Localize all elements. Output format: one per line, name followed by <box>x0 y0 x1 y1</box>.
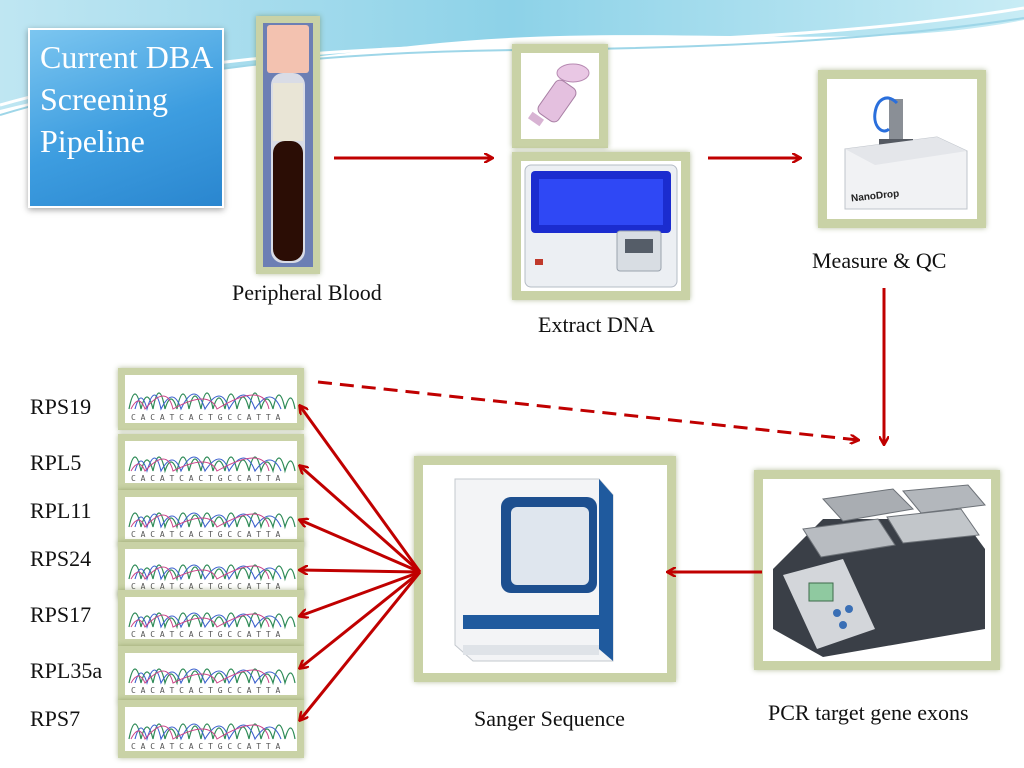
label-sanger: Sanger Sequence <box>474 706 625 731</box>
chromatogram-icon: C A C A T C A C T G C C A T T A <box>125 497 297 539</box>
chromatogram-rpl5: C A C A T C A C T G C C A T T A <box>118 434 304 490</box>
label-extract-dna: Extract DNA <box>538 312 655 337</box>
syringe-filter-icon <box>521 53 599 139</box>
arrow-dashed-rps19-to-pcr <box>317 380 858 440</box>
chromatogram-rps17: C A C A T C A C T G C C A T T A <box>118 590 304 646</box>
page-title: Current DBA Screening Pipeline <box>40 39 212 159</box>
svg-text:C A C A T C A C T G C C A T T: C A C A T C A C T G C C A T T A <box>131 530 280 539</box>
svg-text:C A C A T C A C T G C C A T T: C A C A T C A C T G C C A T T A <box>131 630 280 639</box>
arrow-sanger-to-rps17 <box>300 570 421 616</box>
blood-tube-image <box>256 16 320 274</box>
arrow-sanger-to-rpl35a <box>300 570 421 668</box>
nanodrop-image: NanoDrop <box>818 70 986 228</box>
arrow-sanger-to-rps19 <box>300 406 422 573</box>
gene-label-rpl5: RPL5 <box>30 450 82 475</box>
label-measure-qc: Measure & QC <box>812 248 947 273</box>
blood-tube-icon <box>263 23 313 267</box>
extractor-icon <box>521 161 681 291</box>
chromatogram-icon: C A C A T C A C T G C C A T T A <box>125 653 297 695</box>
title-box: Current DBA Screening Pipeline <box>28 28 224 208</box>
svg-text:C A C A T C A C T G C C A T T: C A C A T C A C T G C C A T T A <box>131 686 280 695</box>
chromatogram-rps7: C A C A T C A C T G C C A T T A <box>118 700 304 758</box>
gene-label-rps24: RPS24 <box>30 546 92 571</box>
label-peripheral-blood: Peripheral Blood <box>232 280 382 305</box>
gene-label-rps7: RPS7 <box>30 706 81 731</box>
svg-text:C A C A T C A C T G C C A T T: C A C A T C A C T G C C A T T A <box>131 413 280 422</box>
arrow-sanger-to-rpl5 <box>300 466 421 574</box>
chromatogram-icon: C A C A T C A C T G C C A T T A <box>125 597 297 639</box>
pcr-thermocycler-image <box>754 470 1000 670</box>
arrow-sanger-to-rps7 <box>300 571 422 720</box>
svg-text:C A C A T C A C T G C C A T T: C A C A T C A C T G C C A T T A <box>131 474 280 483</box>
chromatogram-icon: C A C A T C A C T G C C A T T A <box>125 549 297 591</box>
arrow-sanger-to-rpl11 <box>300 520 421 574</box>
svg-text:C A C A T C A C T G C C A T T: C A C A T C A C T G C C A T T A <box>131 582 280 591</box>
gene-label-rps19: RPS19 <box>30 394 92 419</box>
gene-label-rpl11: RPL11 <box>30 498 92 523</box>
chromatogram-rpl35a: C A C A T C A C T G C C A T T A <box>118 646 304 702</box>
gene-label-rps17: RPS17 <box>30 602 92 627</box>
chromatogram-icon: C A C A T C A C T G C C A T T A <box>125 441 297 483</box>
nanodrop-icon <box>827 79 977 219</box>
chromatogram-icon: C A C A T C A C T G C C A T T A <box>125 707 297 751</box>
chromatogram-icon: C A C A T C A C T G C C A T T A <box>125 375 297 423</box>
sanger-sequencer-image <box>414 456 676 682</box>
syringe-filter-image <box>512 44 608 148</box>
thermocycler-icon <box>763 479 991 661</box>
chromatogram-rps19: C A C A T C A C T G C C A T T A <box>118 368 304 430</box>
gene-label-rpl35a: RPL35a <box>30 658 103 683</box>
chromatogram-rpl11: C A C A T C A C T G C C A T T A <box>118 490 304 546</box>
label-pcr: PCR target gene exons <box>768 700 969 725</box>
sequencer-icon <box>423 465 667 673</box>
dna-extractor-image <box>512 152 690 300</box>
arrow-sanger-to-rps24 <box>300 570 421 572</box>
svg-text:C A C A T C A C T G C C A T T: C A C A T C A C T G C C A T T A <box>131 742 280 751</box>
